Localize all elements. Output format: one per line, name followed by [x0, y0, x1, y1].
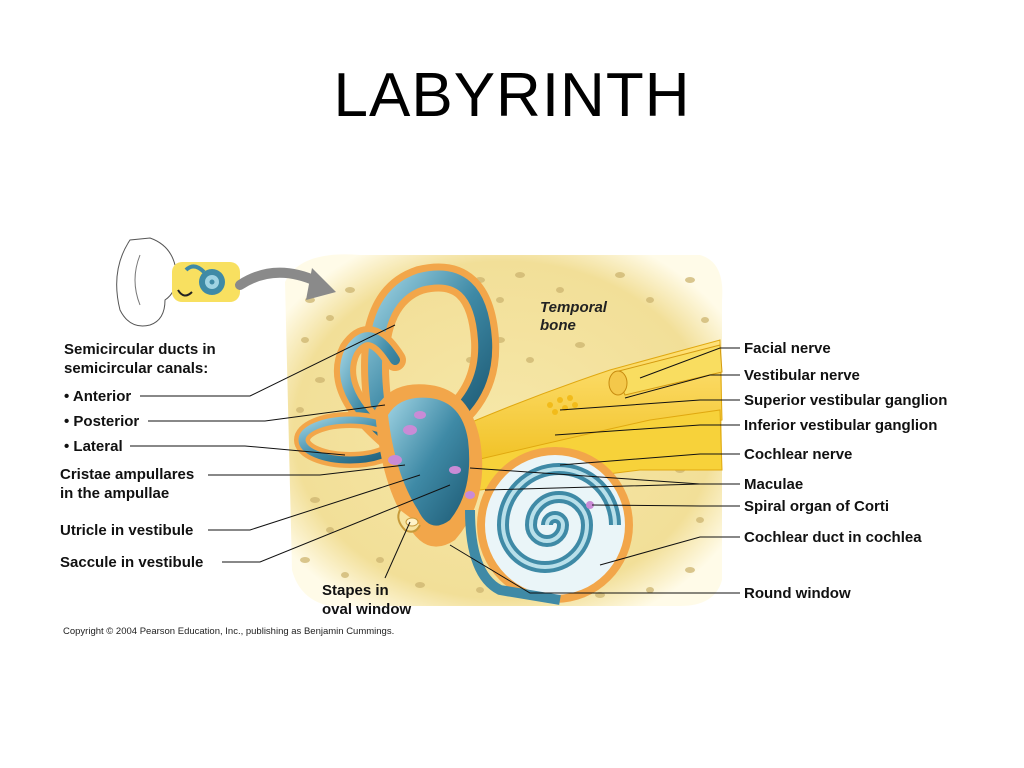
vestibular-ganglion [547, 395, 578, 415]
cristae-label: Cristae ampullares in the ampullae [60, 466, 198, 502]
round-window-label: Round window [744, 585, 851, 602]
posterior-label: • Posterior [64, 413, 139, 430]
vestibular-nerve-label: Vestibular nerve [744, 367, 860, 384]
copyright-text: Copyright © 2004 Pearson Education, Inc.… [63, 626, 394, 637]
left-leader-lines [130, 324, 451, 563]
stapes-leader [384, 521, 411, 579]
vestibule [375, 384, 483, 547]
temporal-bone-label: Temporal bone [540, 299, 611, 334]
saccule-label: Saccule in vestibule [60, 554, 203, 571]
ear-inset [116, 237, 240, 327]
right-leader-lines [449, 347, 740, 594]
facial-nerve-label: Facial nerve [744, 340, 831, 357]
stapes [397, 509, 421, 533]
cochlear-duct-label: Cochlear duct in cochlea [744, 529, 922, 546]
cochlear-nerve-label: Cochlear nerve [744, 446, 852, 463]
spiral-organ-label: Spiral organ of Corti [744, 498, 889, 515]
superior-ganglion-label: Superior vestibular ganglion [744, 392, 947, 409]
maculae-marks [449, 466, 475, 499]
slide-title: LABYRINTH [333, 61, 691, 130]
anterior-label: • Anterior [64, 388, 131, 405]
utricle-label: Utricle in vestibule [60, 522, 193, 539]
lateral-label: • Lateral [64, 438, 123, 455]
organ-of-corti-mark [586, 501, 594, 509]
cristae-ampullares [388, 411, 426, 465]
inferior-ganglion-label: Inferior vestibular ganglion [744, 417, 937, 434]
stapes-label: Stapes in oval window [322, 582, 412, 618]
arrow-icon [235, 267, 336, 300]
cochlea [465, 447, 633, 605]
maculae-label: Maculae [744, 476, 803, 493]
semicircular-heading-label: Semicircular ducts in semicircular canal… [64, 341, 220, 377]
